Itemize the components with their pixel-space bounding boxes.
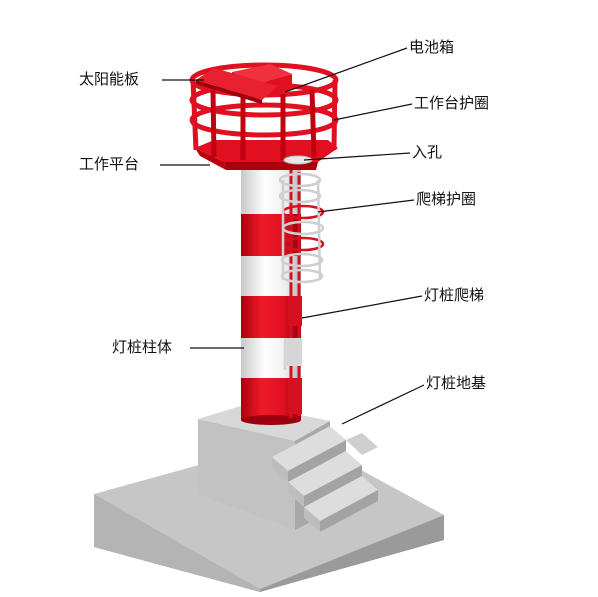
label-manhole: 入孔: [412, 143, 443, 161]
label-foundation: 灯桩地基: [426, 374, 487, 392]
ladder-cage: [278, 172, 325, 370]
label-ladder-cage: 爬梯护圈: [416, 190, 477, 208]
label-battery-box: 电池箱: [409, 38, 455, 56]
foundation-stairs: [272, 426, 378, 532]
ladder: [288, 170, 302, 418]
label-pile-body: 灯桩柱体: [112, 338, 173, 356]
label-platform-guardrail: 工作台护圈: [414, 94, 490, 112]
solar-panel: [196, 68, 278, 104]
label-solar-panel: 太阳能板: [79, 70, 140, 88]
label-work-platform: 工作平台: [79, 155, 140, 173]
leader-lines: [160, 47, 425, 425]
label-ladder: 灯桩爬梯: [424, 286, 485, 304]
